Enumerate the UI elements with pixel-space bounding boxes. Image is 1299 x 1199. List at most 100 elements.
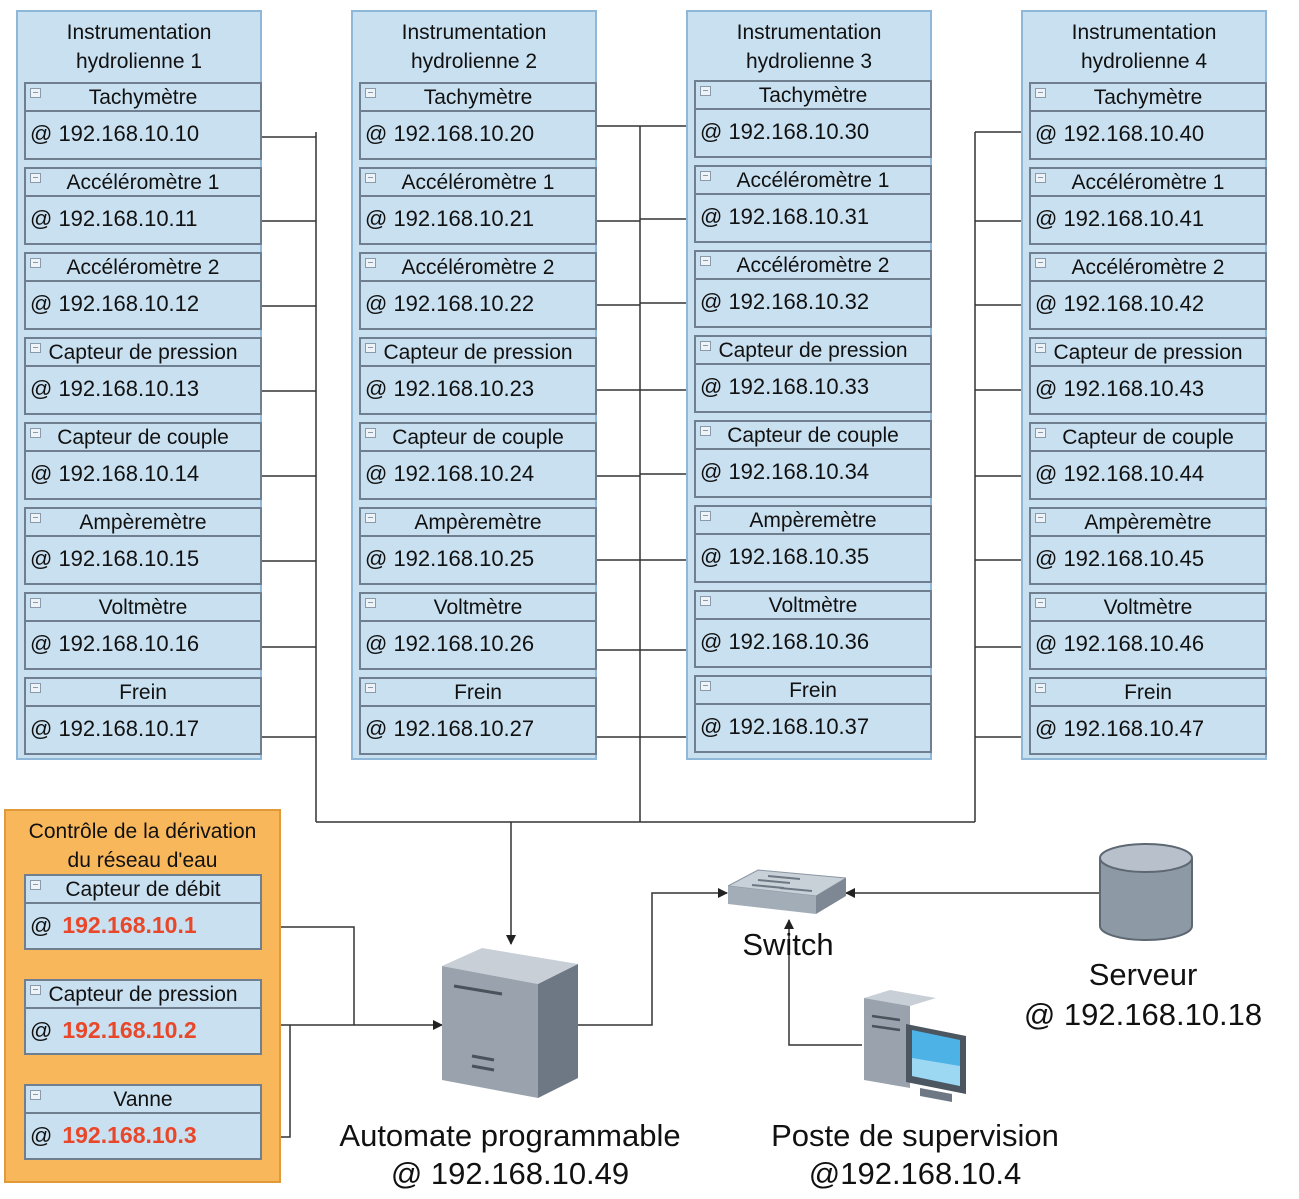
plc-to-switch-arrow [577, 888, 728, 1026]
device-ip: @ 192.168.10.16 [24, 622, 262, 670]
device-name-label: Capteur de pression [1053, 341, 1243, 364]
device-name: Capteur de pression [1029, 337, 1267, 367]
collapse-icon [1035, 428, 1046, 438]
device-card: Tachymètre@ 192.168.10.20 [359, 82, 599, 162]
device-name-label: Voltmètre [98, 596, 188, 619]
device-ip: @ 192.168.10.22 [359, 282, 597, 330]
device-card: Capteur de couple @ 192.168.10.24 [359, 422, 599, 502]
device-name: Capteur de couple [24, 422, 262, 452]
database-cylinder-icon [1099, 843, 1193, 941]
device-ip-value: 192.168.10.2 [62, 1017, 197, 1043]
device-name-label: Accéléromètre 1 [401, 171, 555, 194]
device-name: Ampèremètre [359, 507, 597, 537]
collapse-icon [365, 683, 376, 693]
device-name-label: Capteur de pression [383, 341, 573, 364]
device-name: Accéléromètre 2 [1029, 252, 1267, 282]
device-card: Capteur de couple @ 192.168.10.34 [694, 420, 934, 500]
device-name: Accéléromètre 2 [24, 252, 262, 282]
group-title-line2: du réseau d'eau [67, 849, 218, 872]
group-title: Instrumentation hydrolienne 2 [353, 18, 595, 76]
switch-label: Switch [742, 927, 834, 962]
device-name: Accéléromètre 1 [694, 165, 932, 195]
device-card: Accéléromètre 1@ 192.168.10.11 [24, 167, 264, 247]
collapse-icon [30, 513, 41, 523]
device-card: Capteur de pression@ 192.168.10.13 [24, 337, 264, 417]
workstation-name: Poste de supervision [771, 1118, 1059, 1153]
device-card: Frein@ 192.168.10.37 [694, 675, 934, 755]
collapse-icon [700, 596, 711, 606]
device-name: Capteur de pression [24, 337, 262, 367]
desktop-computer-icon [864, 990, 966, 1102]
device-ip: @ 192.168.10.36 [694, 620, 932, 668]
device-name: Ampèremètre [694, 505, 932, 535]
device-name-label: Capteur de couple [57, 426, 229, 449]
group-title-line1: Instrumentation [66, 21, 212, 44]
device-name: Vanne [24, 1084, 262, 1114]
device-ip: @192.168.10.3 [24, 1114, 262, 1160]
collapse-icon [365, 513, 376, 523]
collapse-icon [30, 985, 41, 995]
group-title-line2: hydrolienne 2 [410, 50, 538, 73]
server-tower-icon [442, 948, 578, 1098]
collapse-icon [365, 173, 376, 183]
group-hydrolienne-1: Instrumentation hydrolienne 1 Tachymètre… [16, 10, 262, 760]
device-name-label: Capteur de couple [727, 424, 899, 447]
device-name: Capteur de couple [694, 420, 932, 450]
device-ip: @ 192.168.10.14 [24, 452, 262, 500]
collapse-icon [30, 683, 41, 693]
device-ip: @ 192.168.10.33 [694, 365, 932, 413]
device-name: Accéléromètre 2 [694, 250, 932, 280]
workstation-to-switch-arrow [784, 919, 862, 1046]
device-name-label: Frein [1124, 681, 1172, 704]
device-ip: @192.168.10.2 [24, 1009, 262, 1055]
collapse-icon [1035, 173, 1046, 183]
device-card: Capteur de pression @ 192.168.10.33 [694, 335, 934, 415]
group-title-line1: Instrumentation [401, 21, 547, 44]
device-ip: @ 192.168.10.24 [359, 452, 597, 500]
device-ip-value: 192.168.10.3 [62, 1122, 197, 1148]
collapse-icon [365, 343, 376, 353]
plc-label: Automate programmable @ 192.168.10.49 [305, 1117, 715, 1193]
device-name-label: Capteur de pression [48, 983, 238, 1006]
device-ip-value: 192.168.10.1 [62, 912, 197, 938]
device-ip: @ 192.168.10.44 [1029, 452, 1267, 500]
device-ip: @ 192.168.10.43 [1029, 367, 1267, 415]
device-name-label: Voltmètre [1103, 596, 1193, 619]
device-name: Tachymètre [24, 82, 262, 112]
collapse-icon [30, 88, 41, 98]
group-title: Instrumentation hydrolienne 3 [688, 18, 930, 76]
group-title-line2: hydrolienne 4 [1080, 50, 1208, 73]
plc-ip: @ 192.168.10.49 [390, 1156, 630, 1191]
device-name: Accéléromètre 1 [1029, 167, 1267, 197]
device-name: Tachymètre [359, 82, 597, 112]
device-ip: @ 192.168.10.15 [24, 537, 262, 585]
device-name-label: Capteur de couple [392, 426, 564, 449]
device-ip: @ 192.168.10.26 [359, 622, 597, 670]
collapse-icon [365, 428, 376, 438]
group-title: Contrôle de la dérivation du réseau d'ea… [6, 817, 279, 875]
collapse-icon [700, 426, 711, 436]
device-card: Tachymètre@ 192.168.10.30 [694, 80, 934, 160]
collapse-icon [1035, 513, 1046, 523]
device-name: Ampèremètre [1029, 507, 1267, 537]
device-ip: @ 192.168.10.30 [694, 110, 932, 158]
device-ip: @ 192.168.10.35 [694, 535, 932, 583]
device-ip: @ 192.168.10.45 [1029, 537, 1267, 585]
collapse-icon [30, 343, 41, 353]
group-title-line1: Instrumentation [736, 21, 882, 44]
device-name-label: Capteur de pression [718, 339, 908, 362]
device-name: Frein [24, 677, 262, 707]
device-ip: @ 192.168.10.25 [359, 537, 597, 585]
device-ip: @ 192.168.10.42 [1029, 282, 1267, 330]
device-name-label: Frein [789, 679, 837, 702]
device-name-label: Accéléromètre 1 [736, 169, 890, 192]
device-card: Voltmètre @ 192.168.10.16 [24, 592, 264, 672]
device-ip: @ 192.168.10.34 [694, 450, 932, 498]
device-ip: @ 192.168.10.12 [24, 282, 262, 330]
device-card: Accéléromètre 2@ 192.168.10.12 [24, 252, 264, 332]
device-card: Ampèremètre@ 192.168.10.35 [694, 505, 934, 585]
device-name-label: Accéléromètre 2 [1071, 256, 1225, 279]
collapse-icon [700, 86, 711, 96]
device-name-label: Capteur de pression [48, 341, 238, 364]
